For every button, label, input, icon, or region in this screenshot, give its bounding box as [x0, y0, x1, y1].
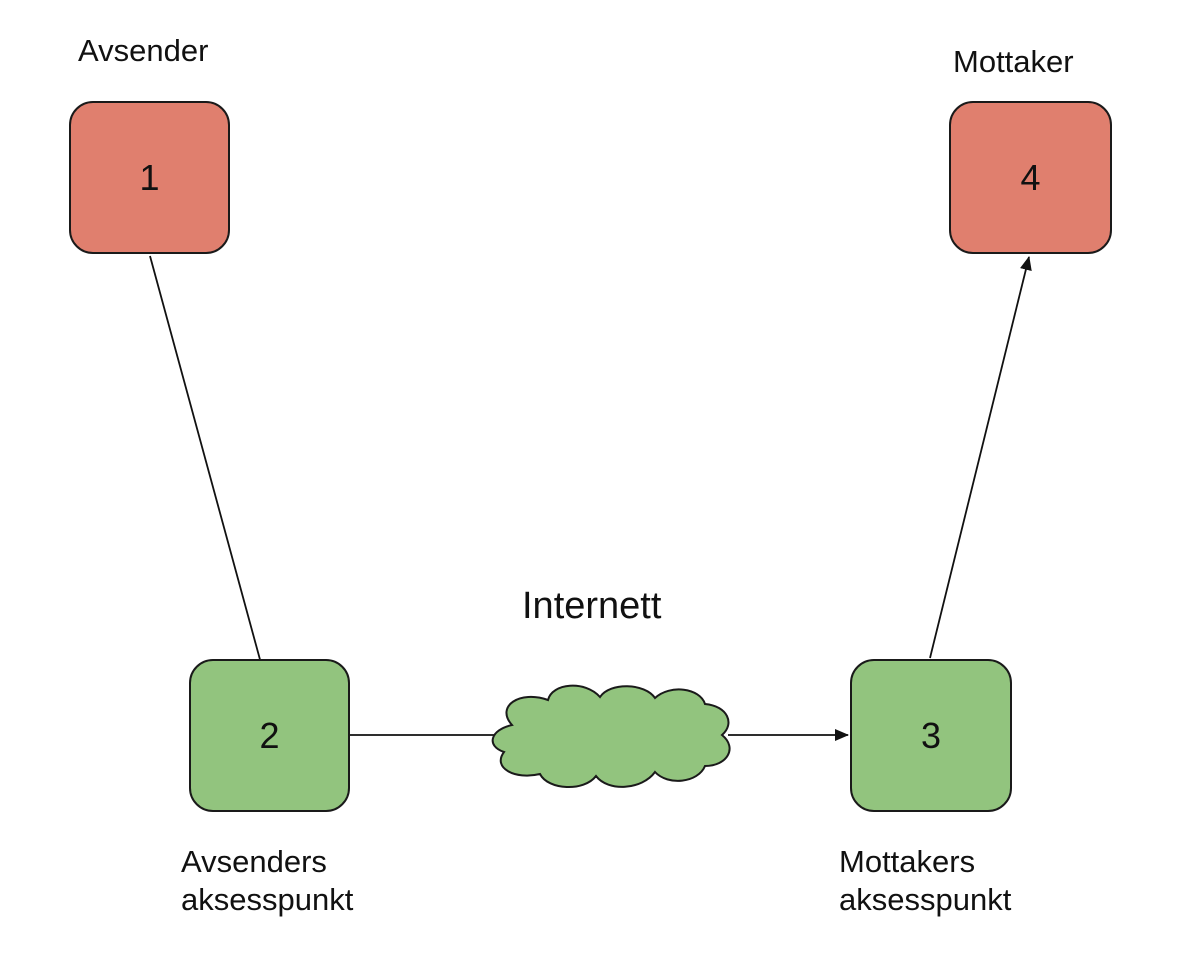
cloud-icon — [491, 684, 731, 789]
label-line: aksesspunkt — [181, 881, 354, 917]
arrow-1-to-2 — [149, 255, 271, 690]
node-number: 3 — [920, 714, 942, 756]
node-sender-access-point: 2 — [189, 659, 350, 812]
label-internet: Internett — [522, 585, 662, 627]
label-receiver-access-point: Mottakers aksesspunkt — [839, 843, 1011, 919]
arrow-3-to-4 — [929, 256, 1032, 659]
label-receiver: Mottaker — [953, 44, 1074, 79]
node-number: 1 — [139, 156, 160, 198]
label-line: Avsenders — [181, 844, 327, 879]
label-line: aksesspunkt — [839, 881, 1012, 917]
node-receiver: 4 — [949, 101, 1112, 254]
node-receiver-access-point: 3 — [850, 659, 1012, 812]
label-sender-access-point: Avsenders aksesspunkt — [181, 843, 353, 919]
node-sender: 1 — [69, 101, 230, 254]
node-number: 4 — [1020, 156, 1041, 198]
label-line: Mottakers — [839, 844, 976, 879]
node-number: 2 — [259, 714, 280, 756]
label-sender: Avsender — [78, 33, 209, 68]
